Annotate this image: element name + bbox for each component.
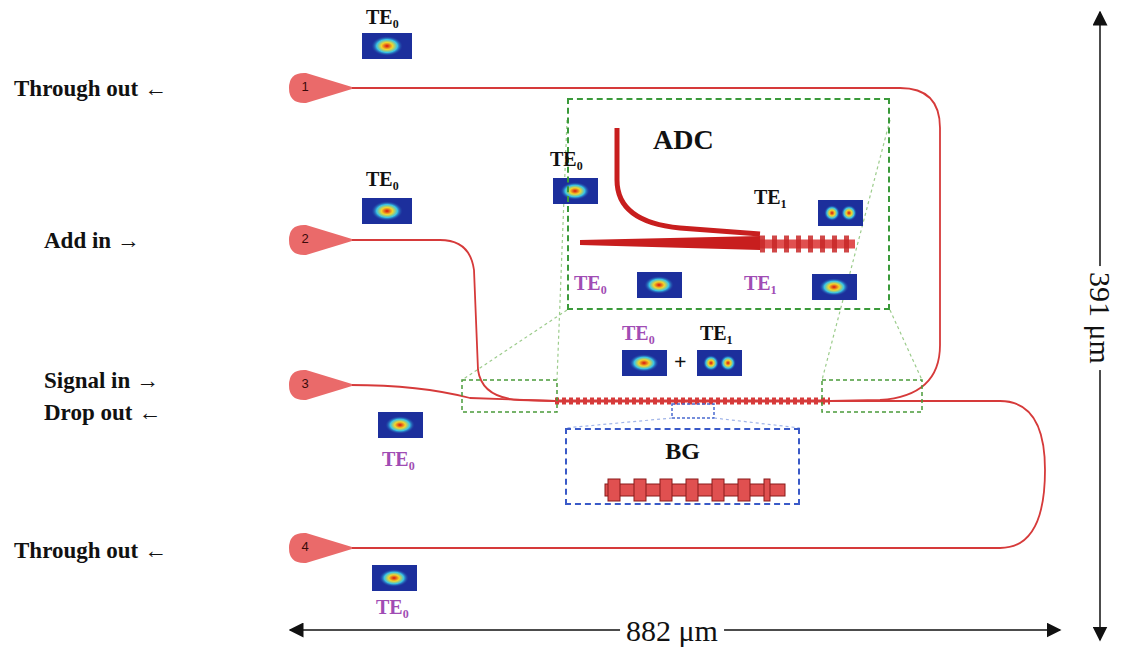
mode-label: TE₁ xyxy=(700,322,733,344)
mode-label: TE₁ xyxy=(754,186,787,208)
port-label: Through out ← xyxy=(14,76,167,101)
coupler-number: 4 xyxy=(292,539,318,554)
dimension-label: 882 μm xyxy=(620,614,724,647)
dimension-label: 391 μm xyxy=(1084,266,1117,370)
grating-coupler: 1 xyxy=(286,70,352,106)
port-label: Drop out ← xyxy=(44,400,161,425)
coupler-shape xyxy=(286,222,352,258)
grating-coupler: 3 xyxy=(286,367,352,403)
adc-inset-box: ADC xyxy=(567,98,890,310)
bg-title: BG xyxy=(567,438,798,465)
coupler-number: 1 xyxy=(292,79,318,94)
mode-label: TE₀ xyxy=(550,148,583,170)
grating-coupler: 2 xyxy=(286,222,352,258)
mode-label: TE₀ xyxy=(366,168,399,190)
port-label: Add in → xyxy=(44,228,140,253)
coupler-shape xyxy=(286,70,352,106)
mode-label: TE₀ xyxy=(574,272,607,294)
adc-title: ADC xyxy=(653,124,714,156)
plus-sign: + xyxy=(674,350,687,374)
coupler-shape xyxy=(286,530,352,566)
mode-label: TE₀ xyxy=(366,6,399,28)
coupler-shape xyxy=(286,367,352,403)
coupler-number: 3 xyxy=(292,376,318,391)
port-label: Through out ← xyxy=(14,538,167,563)
mode-label: TE₁ xyxy=(744,272,777,294)
mode-label: TE₀ xyxy=(622,322,655,344)
grating-coupler: 4 xyxy=(286,530,352,566)
port-label: Signal in → xyxy=(44,368,159,393)
mode-label: TE₀ xyxy=(376,596,409,618)
bragg-grating-box: BG xyxy=(565,428,800,505)
mode-label: TE₀ xyxy=(382,448,415,470)
coupler-number: 2 xyxy=(292,231,318,246)
